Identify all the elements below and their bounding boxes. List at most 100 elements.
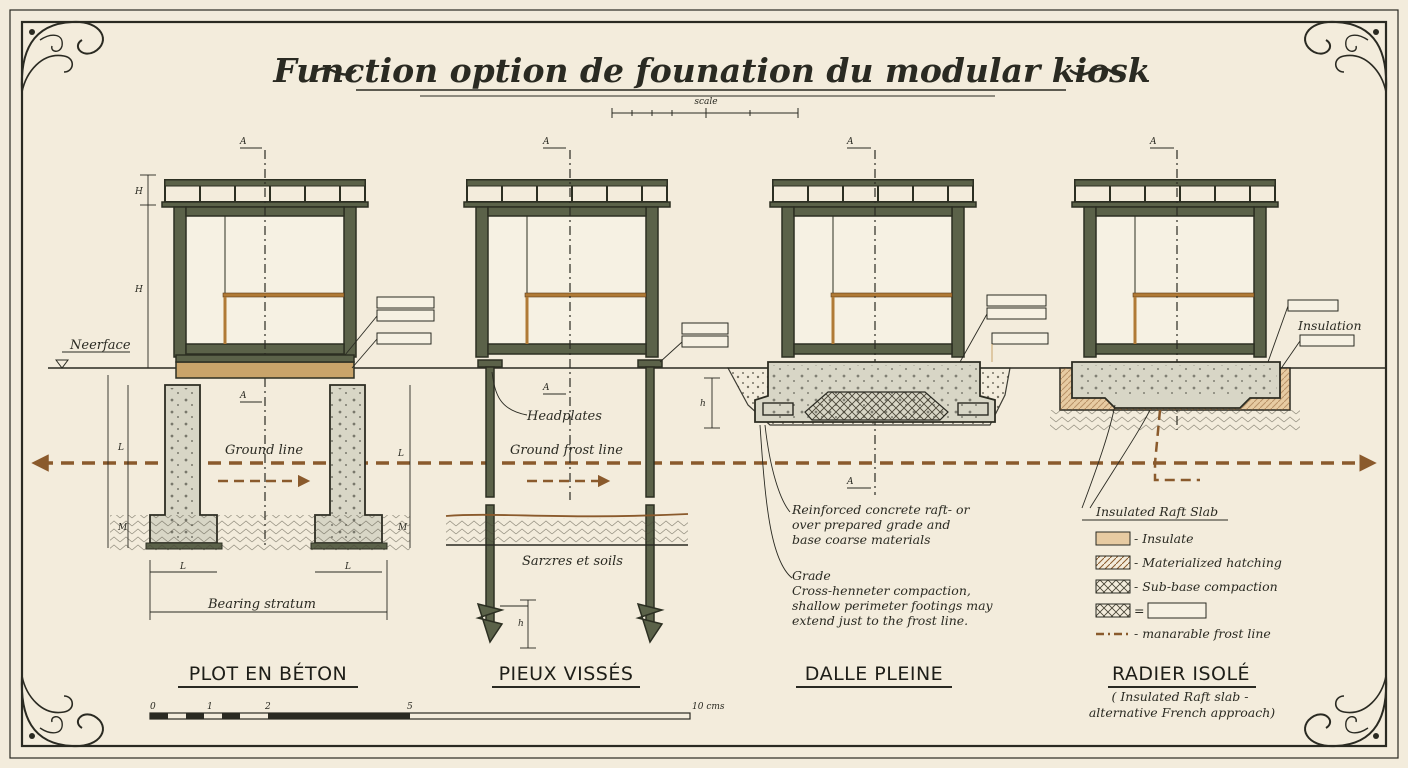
dim-m-right: M: [397, 523, 408, 533]
subcaption-2: alternative French approach): [1089, 705, 1275, 720]
raft-slab-4-dots: [1075, 365, 1277, 395]
caption-dalle-pleine: DALLE PLEINE: [805, 663, 943, 685]
panel-dalle-pleine: A A h Reinforced concrete raft- or over …: [700, 137, 1049, 628]
pile-right-upper: [645, 366, 655, 498]
subcaption-1: ( Insulated Raft slab -: [1112, 689, 1249, 704]
bearing-soil-left: [110, 515, 410, 551]
section-marker-2a: A: [542, 137, 550, 147]
callout-leader-1b: [351, 338, 378, 369]
page-title: Function option de founation du modular …: [272, 51, 1150, 90]
grade-title: Grade: [792, 568, 831, 583]
outer-frame: [9, 9, 1399, 759]
dims-panel-1: [107, 174, 411, 620]
callout-box-3b: [986, 307, 1047, 320]
callout-box-4b: [1299, 334, 1355, 347]
grade-note-2: shallow perimeter footings may: [792, 598, 994, 613]
pile-left-upper: [485, 366, 495, 498]
caption-pieux-visses: PIEUX VISSÉS: [499, 662, 634, 685]
scale-tick-5: 5: [407, 702, 413, 712]
section-marker-2b: A: [542, 383, 550, 393]
scale-tick-10: 10 cms: [692, 702, 725, 712]
title-flourish-right: [1069, 67, 1113, 76]
legend-leader-4b: [1089, 409, 1151, 509]
scale-tick-1: 1: [207, 702, 213, 712]
scale-tick-2: 2: [264, 702, 271, 712]
callout-box-4a: [1287, 299, 1339, 312]
callout-box-1c: [376, 332, 432, 345]
caption-plot-en-beton: PLOT EN BÉTON: [189, 662, 348, 685]
surface-marker: [55, 359, 69, 369]
grade-leader-3: [759, 424, 793, 579]
kiosk-2: [462, 178, 672, 359]
callout-leader-4a: [1267, 305, 1289, 363]
bearing-stratum-label: Bearing stratum: [207, 597, 316, 612]
raft-note-2: over prepared grade and: [792, 517, 950, 532]
kiosk-3: [768, 178, 978, 359]
raft-note-1: Reinforced concrete raft- or: [791, 502, 971, 517]
dim-h: H: [134, 285, 143, 295]
grade-note-1: Cross-henneter compaction,: [792, 583, 971, 598]
callout-leader-1a: [344, 315, 378, 356]
section-marker-1b: A: [239, 391, 247, 401]
top-scale-bar: [611, 108, 799, 118]
legend-leader-4a: [1081, 404, 1116, 509]
dim-h-top: H: [134, 187, 143, 197]
subbase-core-3: [804, 391, 949, 421]
dim-l-bottom-left: L: [179, 562, 186, 572]
dim-h-2: h: [518, 619, 524, 629]
title-flourish-left: [314, 67, 357, 76]
callout-leader-4b: [1279, 340, 1301, 371]
raft-note-3: base coarse materials: [792, 532, 931, 547]
dims-panel-3: [704, 377, 720, 429]
panel-radier-isole: A Insulation Insulated Raft Slab - Insul…: [1050, 137, 1362, 641]
rebar-3a: [762, 402, 794, 416]
soil-layer-line: [445, 513, 689, 518]
dims-panel-2: [500, 599, 536, 649]
scale-tick-0: 0: [150, 702, 156, 712]
insulation-label: Insulation: [1297, 318, 1362, 333]
frost-label: Ground frost line: [510, 443, 623, 458]
section-marker-3b: A: [846, 477, 854, 487]
callout-box-3c: [991, 332, 1049, 345]
legend-label-crosshatch: =: [1134, 603, 1144, 618]
rebar-3b: [957, 402, 989, 416]
headplate-left: [477, 359, 503, 368]
grade-note-3: extend just to the frost line.: [792, 613, 968, 628]
headplates-leader: [491, 371, 528, 416]
callout-box-3a: [986, 294, 1047, 307]
beam-top: [175, 354, 355, 363]
ground-line-label: Ground line: [225, 443, 303, 458]
legend-swatch-crosshatch: [1095, 603, 1131, 618]
section-marker-1a: A: [239, 137, 247, 147]
legend-blank-box: [1147, 602, 1207, 619]
soil-hatch-2: [446, 518, 688, 544]
legend-label-subbase: - Sub-base compaction: [1134, 579, 1278, 594]
callout-leader-2: [659, 341, 683, 363]
legend-label-materialized: - Materialized hatching: [1134, 555, 1282, 570]
caption-radier-isole: RADIER ISOLÉ: [1112, 662, 1250, 685]
inner-frame: [20, 20, 1388, 748]
dim-l-left: L: [117, 443, 124, 453]
panel-plot-en-beton: A A Ground line Bearing stratum: [107, 137, 435, 620]
helix-left: [475, 602, 505, 644]
dim-m-left: M: [117, 523, 128, 533]
callout-box-2a: [681, 322, 729, 335]
legend-title: Insulated Raft Slab: [1095, 504, 1218, 519]
callout-leader-3a: [959, 313, 988, 363]
transfer-beam: [175, 361, 355, 379]
section-marker-3a: A: [846, 137, 854, 147]
soil-hatch-4: [1050, 410, 1300, 432]
soils-label: Sarzres et soils: [522, 554, 623, 569]
kiosk-4: [1070, 178, 1280, 359]
scale-label: scale: [694, 97, 717, 107]
legend-swatch-subbase: [1095, 579, 1131, 594]
helix-right: [635, 602, 665, 644]
headplate-right: [637, 359, 663, 368]
dim-l-right: L: [397, 449, 404, 459]
panel-pieux-visses: A A Headplates Ground frost line Sarzres…: [445, 137, 729, 649]
callout-box-1a: [376, 296, 435, 309]
legend-label-frost-line: - manarable frost line: [1134, 626, 1271, 641]
pier-left-dots: [166, 388, 198, 540]
callout-box-1b: [376, 309, 435, 322]
